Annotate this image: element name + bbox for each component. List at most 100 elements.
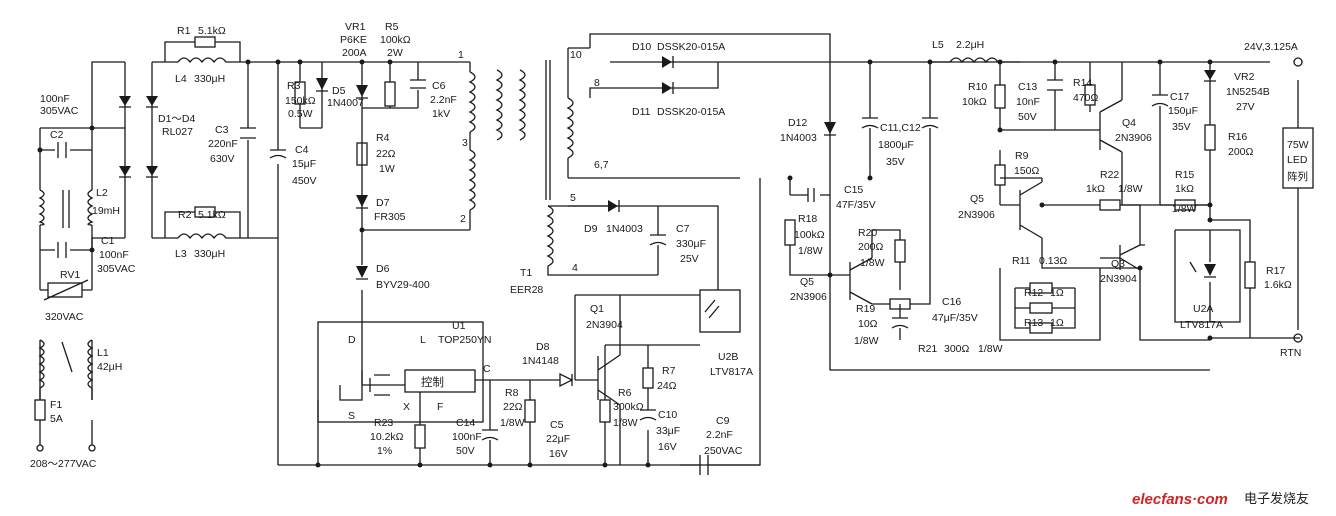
bridge-rectifier	[124, 61, 165, 239]
pin-d: D	[348, 334, 356, 346]
r3-value: 150kΩ	[285, 95, 316, 107]
r21-label: R21	[918, 343, 937, 355]
r13-label: R13	[1024, 317, 1043, 329]
bridge-part: RL027	[162, 126, 193, 138]
cap-c2	[57, 142, 67, 158]
q3-label: Q3	[1111, 258, 1125, 270]
r20-power: 1/8W	[860, 257, 885, 269]
pin-5: 5	[570, 192, 576, 204]
mains-label: 208～277VAC	[30, 458, 97, 470]
c7-value: 330μF	[676, 238, 706, 250]
c9-label: C9	[716, 415, 730, 427]
r16-label: R16	[1228, 131, 1247, 143]
f1-label: F1	[50, 399, 62, 411]
r8-label: R8	[505, 387, 519, 399]
control-block-label: 控制	[421, 375, 444, 389]
c6-label: C6	[432, 80, 446, 92]
u1-part: TOP250YN	[438, 334, 492, 346]
feedback-q1	[545, 178, 761, 475]
l1-value: 42μH	[97, 361, 122, 373]
r18-label: R18	[798, 213, 817, 225]
c2-rating: 305VAC	[40, 105, 79, 117]
r21-value: 300Ω	[944, 343, 970, 355]
c4-value: 15μF	[292, 158, 316, 170]
f1-value: 5A	[50, 413, 63, 425]
c5-rating: 16V	[549, 448, 568, 460]
q5b-label: Q5	[970, 193, 984, 205]
c7-rating: 25V	[680, 253, 699, 265]
r11-label: R11	[1012, 255, 1031, 267]
output-diodes	[1204, 70, 1216, 278]
q1-label: Q1	[590, 303, 604, 315]
r21-power: 1/8W	[978, 343, 1003, 355]
vr1-label: VR1	[345, 21, 366, 33]
r18-value: 100kΩ	[794, 229, 825, 241]
r14-label: R14	[1073, 77, 1092, 89]
l2-label: L2	[96, 187, 108, 199]
mains-terminal-n	[88, 444, 96, 452]
c9-rating: 250VAC	[704, 445, 743, 457]
c17-rating: 35V	[1172, 121, 1191, 133]
watermark-brand: elecfans·com	[1132, 491, 1228, 508]
c13-rating: 50V	[1018, 111, 1037, 123]
t1-part: EER28	[510, 284, 543, 296]
d8-label: D8	[536, 341, 550, 353]
secondary-diodes	[608, 56, 836, 212]
r18-power: 1/8W	[798, 245, 823, 257]
vr2-label: VR2	[1234, 71, 1255, 83]
r16-value: 200Ω	[1228, 146, 1254, 158]
r2-value: 5.1kΩ	[198, 209, 226, 221]
d7-label: D7	[376, 197, 390, 209]
l2-value: 19mH	[92, 205, 120, 217]
r9-value: 150Ω	[1014, 165, 1040, 177]
c15-value: 47F/35V	[836, 199, 876, 211]
output-voltage-label: 24V,3.125A	[1244, 41, 1298, 53]
r11-value: 0.13Ω	[1039, 255, 1067, 267]
d9-part: 1N4003	[606, 223, 643, 235]
d6-part: BYV29-400	[376, 279, 430, 291]
r5-value: 100kΩ	[380, 34, 411, 46]
r23-label: R23	[374, 417, 393, 429]
r19-power: 1/8W	[854, 335, 879, 347]
l4-value: 330μH	[194, 73, 225, 85]
c4-label: C4	[295, 144, 309, 156]
r5-power: 2W	[387, 47, 403, 59]
pi-filter	[164, 36, 287, 465]
r13-value: 1Ω	[1050, 317, 1064, 329]
c5-label: C5	[550, 419, 564, 431]
d11-label: D11	[632, 106, 651, 118]
q5a-label: Q5	[800, 276, 814, 288]
d11-part: DSSK20-015A	[657, 106, 725, 118]
d7-part: FR305	[374, 211, 406, 223]
pin-8: 8	[594, 77, 600, 89]
c1-label: C1	[101, 235, 115, 247]
u2b-part: LTV817A	[710, 366, 753, 378]
c9-value: 2.2nF	[706, 429, 733, 441]
c3-value: 220nF	[208, 138, 238, 150]
d5-label: D5	[332, 85, 346, 97]
pin-l: L	[420, 334, 426, 346]
u2a-part: LTV817A	[1180, 319, 1223, 331]
q5a-part: 2N3906	[790, 291, 827, 303]
r8-value: 22Ω	[503, 401, 523, 413]
l5-label: L5	[932, 39, 944, 51]
c15-label: C15	[844, 184, 863, 196]
fuse-f1	[34, 399, 46, 421]
q4-label: Q4	[1122, 117, 1136, 129]
q3-part: 2N3904	[1100, 273, 1137, 285]
r10-value: 10kΩ	[962, 96, 987, 108]
r19-label: R19	[856, 303, 875, 315]
q4-part: 2N3906	[1115, 132, 1152, 144]
load-label-3: 阵列	[1287, 170, 1308, 183]
pin-x: X	[403, 401, 410, 413]
c4-rating: 450V	[292, 175, 317, 187]
vr1-part: P6KE	[340, 34, 367, 46]
load-label-2: LED	[1287, 154, 1308, 166]
r6-label: R6	[618, 387, 632, 399]
c11-rating: 35V	[886, 156, 905, 168]
choke-l2	[38, 189, 94, 228]
l3-label: L3	[175, 248, 187, 260]
r7-value: 24Ω	[657, 380, 677, 392]
d12-part: 1N4003	[780, 132, 817, 144]
